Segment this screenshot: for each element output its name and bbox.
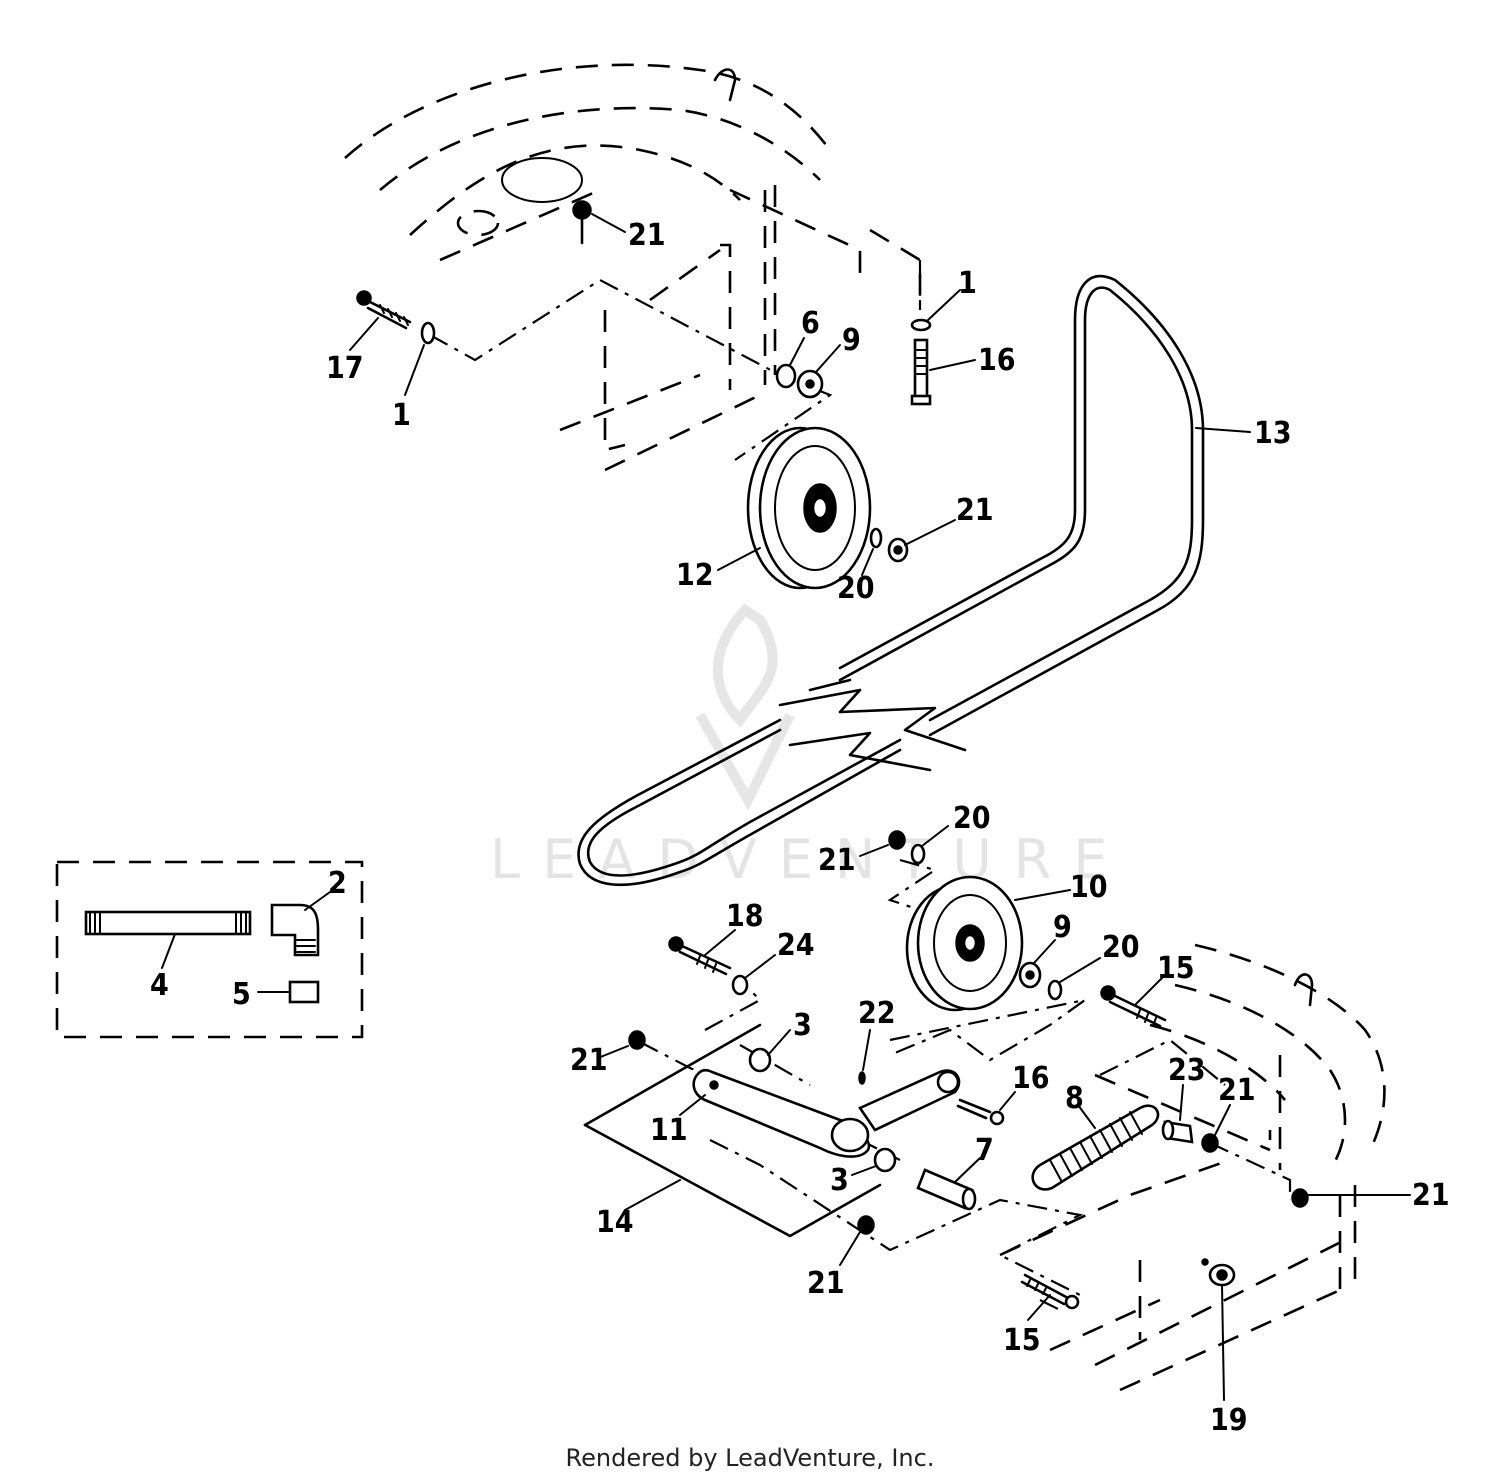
callout-label: 21 [1412,1178,1450,1213]
bushing-3-lower [851,1147,897,1176]
callout-label: 21 [807,1266,845,1301]
bushing-3-top [748,1029,791,1073]
callout-label: 23 [1168,1053,1206,1088]
nut-9-top [796,344,841,399]
spacer-23 [1161,1084,1194,1144]
callout-label: 16 [978,343,1016,378]
nut-21-pulley [887,519,956,563]
callout-label: 8 [1065,1081,1084,1116]
callout-label: 15 [1003,1323,1041,1358]
callout-label: 16 [1012,1061,1050,1096]
callout-label: 20 [1102,930,1140,965]
bolt-17 [349,290,412,351]
callout-label: 18 [726,899,764,934]
nut-21-spring [1201,1104,1231,1153]
inset-fittings-box [55,860,364,1039]
callout-label: 3 [793,1008,812,1043]
nut-19 [1201,1258,1236,1401]
callout-label: 21 [570,1043,608,1078]
nut-21-bracket-left [597,1030,646,1059]
watermark-logo [695,603,795,811]
spacer-7 [916,1157,981,1211]
callout-label: 6 [801,306,820,341]
callout-label: 10 [1070,870,1108,905]
callout-label: 15 [1157,951,1195,986]
washer-1-right [910,289,961,332]
arm-link-upper [858,1069,961,1132]
callout-label: 9 [1053,910,1072,945]
bolt-15-top [1100,977,1167,1028]
washer-1-left [404,321,436,396]
bolt-16-top [910,338,976,406]
idler-pulley-12 [717,426,872,590]
callout-label: 11 [650,1113,688,1148]
callout-label: 14 [596,1205,634,1240]
nut-9-lower [1018,939,1056,989]
callout-labels: 21 1 17 1 6 9 16 13 21 12 20 20 21 10 2 … [150,218,1450,1438]
upper-frame-phantom [344,63,922,472]
washer-20-top [861,527,883,576]
idler-bracket-14-outline [583,983,1292,1311]
bolt-18 [668,929,736,976]
lower-frame-phantom [999,943,1386,1392]
callout-label: 20 [837,571,875,606]
nut-21-bottom [839,1215,875,1266]
callout-label: 2 [328,866,347,901]
callout-label: 1 [958,266,977,301]
watermark-text: LEADVENTURE [490,828,1129,891]
callout-label: 21 [956,493,994,528]
callout-label: 12 [676,558,714,593]
callout-label: 7 [975,1133,994,1168]
callout-label: 19 [1210,1403,1248,1438]
washer-20-right [1047,957,1101,1001]
nut-21-top [572,200,626,245]
callout-label: 20 [953,801,991,836]
callout-label: 22 [858,996,896,1031]
callout-label: 13 [1254,416,1292,451]
nut-21-frame [1291,1188,1411,1208]
callout-label: 24 [777,928,815,963]
callout-label: 4 [150,968,169,1003]
bolt-15-lower [1020,1273,1080,1321]
footer-credit: Rendered by LeadVenture, Inc. [565,1444,935,1472]
pulley-10-centerline [887,858,938,917]
pin-22 [858,1029,871,1085]
spacer-6 [775,337,805,389]
callout-label: 17 [326,351,364,386]
callout-label: 21 [818,843,856,878]
drive-pulley-10 [905,875,1071,1012]
callout-label: 21 [1218,1073,1256,1108]
drive-belt-13 [577,274,1251,887]
spring-8 [1031,1104,1160,1191]
callout-label: 3 [830,1163,849,1198]
bolt-16-lower [956,1091,1016,1126]
idler-arm-11 [679,1068,871,1158]
callout-label: 5 [232,977,251,1012]
callout-label: 21 [628,218,666,253]
nut-21-lower-left [859,830,906,857]
callout-label: 1 [392,398,411,433]
washer-20-lower [910,825,949,865]
callout-label: 9 [842,323,861,358]
washer-24 [731,954,776,996]
